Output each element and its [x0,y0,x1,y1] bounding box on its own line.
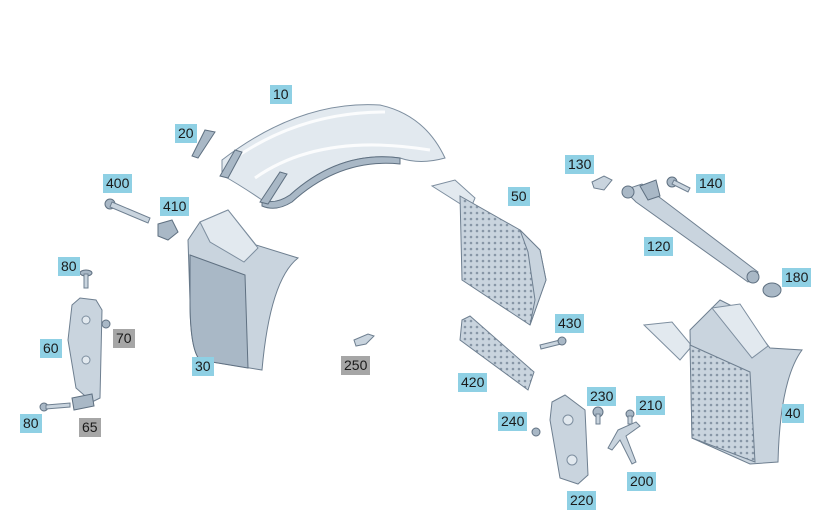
part-65-plate [71,393,95,411]
part-80-bolt-lower [39,402,71,412]
callout-410: 410 [160,197,190,216]
callout-140: 140 [696,174,726,193]
callout-70: 70 [113,329,135,348]
callout-80-upper: 80 [58,257,80,276]
part-420-mesh-strip [459,315,535,391]
callout-250: 250 [341,356,371,375]
callout-200: 200 [627,472,657,491]
callout-210: 210 [636,396,666,415]
callout-180: 180 [782,268,812,287]
part-230-bolt [592,406,604,425]
part-140-bolt [666,176,691,193]
callout-80-lower: 80 [20,414,42,433]
part-10-fender-top [221,104,446,209]
callout-30: 30 [192,357,214,376]
callout-430: 430 [555,314,585,333]
part-180-cap [762,282,782,298]
part-200-spring-bracket [607,421,641,465]
callout-400: 400 [103,174,133,193]
callout-10: 10 [270,85,292,104]
part-60-bracket [67,297,103,403]
part-210-bolt [625,409,635,425]
part-20-straps [191,129,288,205]
callout-130: 130 [565,155,595,174]
callout-120: 120 [644,237,674,256]
part-70-nut [101,319,111,329]
part-220-bracket [549,394,589,485]
callout-60: 60 [40,339,62,358]
callout-50: 50 [508,187,530,206]
part-240-nut [531,427,541,437]
part-50-mudguard-panel [430,179,547,326]
part-80-bolt-upper [79,269,93,289]
callout-220: 220 [567,491,597,510]
part-430-bolt [539,336,567,350]
part-40-mudguard-right [642,299,803,465]
part-400-bolt [104,198,151,224]
part-120-tube [621,179,760,284]
callout-230: 230 [587,387,617,406]
callout-420: 420 [458,373,488,392]
part-130-clip [591,175,613,191]
part-410-clamp [157,219,179,241]
callout-20: 20 [175,124,197,143]
part-30-mudguard-left [187,209,300,371]
callout-40: 40 [782,404,804,423]
callout-65: 65 [79,418,101,437]
part-250-clip [353,333,375,347]
callout-240: 240 [498,412,528,431]
